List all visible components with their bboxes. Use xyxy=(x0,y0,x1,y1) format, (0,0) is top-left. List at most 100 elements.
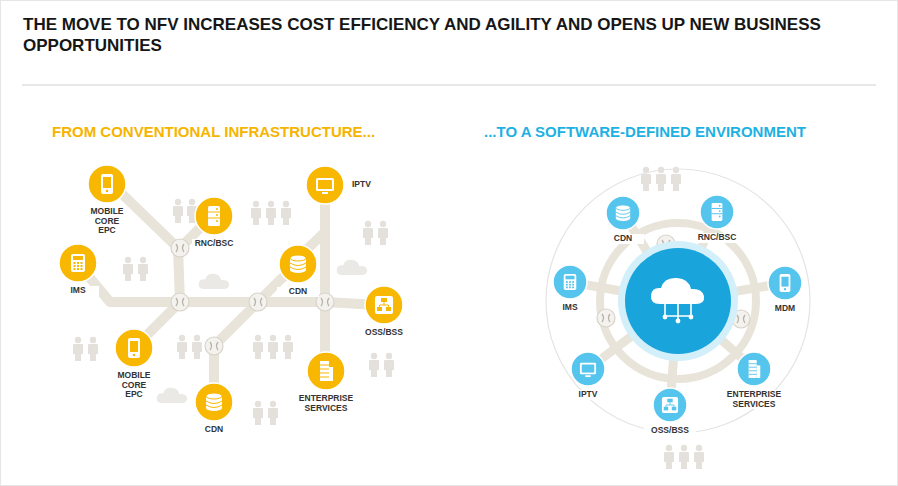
node-label: IMS xyxy=(57,286,99,296)
decor-rect xyxy=(712,203,723,221)
decor-circle xyxy=(106,190,109,193)
decor-use xyxy=(123,257,133,281)
decor-g xyxy=(749,360,761,378)
decor-rect xyxy=(664,407,668,411)
decor-g xyxy=(101,174,113,194)
decor-rect xyxy=(386,307,391,311)
service-icon xyxy=(87,164,127,204)
decor-rect xyxy=(566,284,568,286)
service-icon xyxy=(114,328,154,368)
decor-rect xyxy=(672,407,676,411)
service-icon xyxy=(364,285,404,325)
node-label: IPTV xyxy=(351,180,393,190)
service-node: IPTV xyxy=(567,351,609,400)
decor-circle xyxy=(216,214,218,216)
service-icon xyxy=(736,351,772,387)
decor-g xyxy=(580,363,596,377)
node-label: MOBILE CORE EPC xyxy=(86,207,128,236)
clouds xyxy=(157,260,367,403)
decor-use xyxy=(369,353,379,377)
section-heading: FROM CONVENTIONAL INFRASTRUCTURE... xyxy=(52,123,375,141)
divider-rule xyxy=(22,85,876,86)
decor-path xyxy=(290,263,306,270)
decor-use xyxy=(177,335,187,359)
decor-g xyxy=(564,274,577,290)
decor-circle xyxy=(571,352,605,386)
service-icon xyxy=(194,196,234,236)
node-label: ENTERPRISE SERVICES xyxy=(721,390,787,409)
node-label: CDN xyxy=(602,234,644,244)
cloud-icon xyxy=(651,278,704,323)
decor-rect xyxy=(208,206,220,226)
service-node: MOBILE CORE EPC xyxy=(113,328,155,400)
decor-g xyxy=(662,397,678,413)
decor-use xyxy=(281,201,291,225)
service-node: CDN xyxy=(277,244,319,297)
decor-path xyxy=(380,302,389,307)
decor-rect xyxy=(566,286,568,288)
decor-use xyxy=(249,293,267,311)
decor-rect xyxy=(572,284,574,286)
service-icon xyxy=(570,351,606,387)
service-node: IPTV xyxy=(305,165,393,205)
decor-rect xyxy=(582,365,595,373)
decor-use xyxy=(253,335,263,359)
decor-circle xyxy=(653,388,687,422)
decor-use xyxy=(378,221,388,245)
decor-use xyxy=(192,335,202,359)
service-icon xyxy=(605,195,641,231)
decor-rect xyxy=(569,284,571,286)
node-label: CDN xyxy=(193,425,235,435)
decor-rect xyxy=(77,265,79,267)
node-label: IMS xyxy=(549,303,591,313)
decor-use xyxy=(384,353,394,377)
decor-circle xyxy=(700,195,734,229)
decor-circle xyxy=(719,216,721,218)
decor-path xyxy=(666,402,674,406)
decor-circle xyxy=(306,166,344,204)
decor-ellipse xyxy=(206,393,222,399)
decor-rect xyxy=(569,286,571,288)
decor-path xyxy=(749,364,757,375)
service-icon xyxy=(552,264,588,300)
service-icon xyxy=(278,244,318,284)
service-icon xyxy=(194,382,234,422)
decor-use xyxy=(157,388,187,403)
decor-circle xyxy=(216,220,218,222)
decor-rect xyxy=(381,298,387,302)
service-node: IMS xyxy=(549,264,591,313)
decor-rect xyxy=(130,341,138,352)
decor-rect xyxy=(569,281,571,283)
decor-rect xyxy=(316,178,334,191)
service-node: RNC/BSC xyxy=(695,194,739,243)
decor-rect xyxy=(74,262,76,264)
decor-use xyxy=(597,309,615,327)
decor-rect xyxy=(318,180,332,189)
service-icon xyxy=(699,194,735,230)
decor-use xyxy=(199,274,229,289)
decor-use xyxy=(253,401,263,425)
decor-g xyxy=(208,206,220,226)
decor-circle xyxy=(553,265,587,299)
section-heading: ...TO A SOFTWARE-DEFINED ENVIRONMENT xyxy=(484,123,806,141)
decor-rect xyxy=(757,365,761,378)
decor-rect xyxy=(585,375,590,377)
decor-rect xyxy=(566,281,568,283)
decor-rect xyxy=(103,177,111,188)
inner-ring xyxy=(600,223,756,379)
decor-path xyxy=(616,212,630,218)
decor-rect xyxy=(780,274,791,292)
decor-g xyxy=(375,296,393,314)
decor-g xyxy=(616,205,630,221)
decor-use xyxy=(694,445,704,469)
service-node: OSS/BSS xyxy=(644,387,696,436)
decor-path xyxy=(206,401,222,408)
decor-use xyxy=(671,167,681,191)
service-icon xyxy=(767,265,803,301)
decor-circle xyxy=(59,244,97,282)
decor-rect xyxy=(77,262,79,264)
service-node: ENTERPRISE SERVICES xyxy=(721,351,787,409)
node-label: OSS/BSS xyxy=(358,328,410,338)
